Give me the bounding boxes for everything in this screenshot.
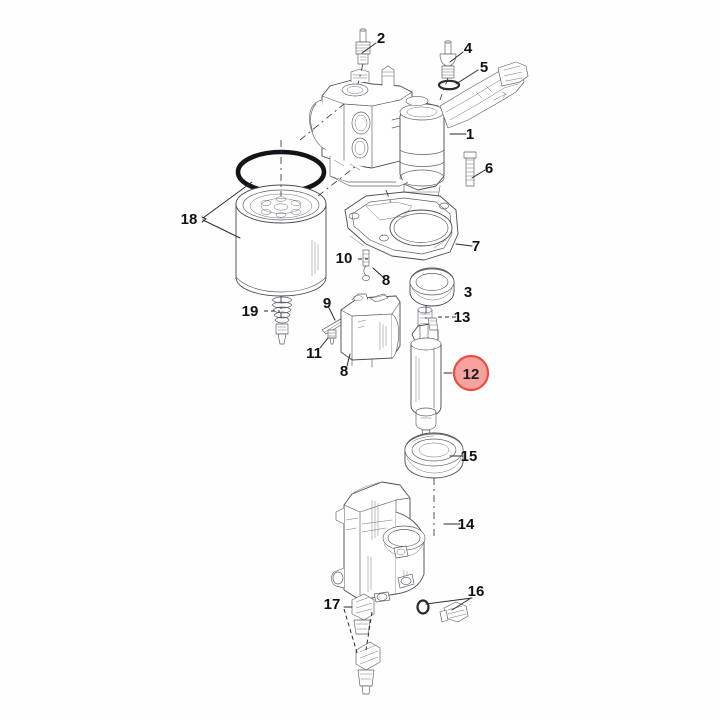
- callout-label-10[interactable]: 10: [336, 250, 353, 267]
- callout-label-18[interactable]: 18: [181, 211, 198, 228]
- leader-4: [449, 51, 464, 63]
- highlight-label-12[interactable]: 12: [463, 366, 480, 383]
- leader-8a: [346, 353, 351, 367]
- leader-16-a: [451, 597, 472, 611]
- leader-11: [319, 337, 329, 349]
- part-16-sensor-fitting-right: [416, 599, 469, 623]
- part-3-retaining-collar-ring: [409, 267, 455, 307]
- part-18-fuel-filter-canister: [235, 184, 327, 297]
- callout-label-16[interactable]: 16: [468, 583, 485, 600]
- callout-label-5[interactable]: 5: [480, 59, 488, 76]
- leader-16-b: [425, 597, 473, 605]
- callout-label-6[interactable]: 6: [485, 160, 493, 177]
- leader-18-arrow: [201, 216, 207, 223]
- part-11-screw-small: [327, 329, 337, 345]
- callout-label-11[interactable]: 11: [306, 345, 322, 362]
- callout-label-19[interactable]: 19: [242, 303, 259, 320]
- callout-label-2[interactable]: 2: [377, 30, 385, 47]
- part-17-sensor-fitting-mid: [351, 593, 375, 635]
- callout-label-9[interactable]: 9: [323, 295, 331, 312]
- part-19-spring-assembly: [271, 296, 293, 345]
- callout-label-4[interactable]: 4: [464, 40, 473, 57]
- callout-label-1[interactable]: 1: [466, 126, 474, 143]
- callout-leader-lines: [201, 42, 486, 657]
- part-1-fuel-pump-housing-assembly: [309, 65, 445, 203]
- callout-label-17[interactable]: 17: [324, 596, 341, 613]
- leader-7: [455, 243, 473, 247]
- part-5-o-ring-seal: [437, 79, 461, 91]
- highlight-circle-part-12[interactable]: [452, 354, 490, 392]
- leader-2: [361, 42, 377, 54]
- callout-label-8b[interactable]: 8: [382, 272, 390, 289]
- axis-fitting-to-housing: [357, 63, 364, 85]
- callout-label-14[interactable]: 14: [458, 516, 475, 533]
- part-17-sensor-fitting-lower: [355, 641, 381, 695]
- part-6-bolt-fastener: [463, 151, 477, 187]
- axis-filter-to-housing-2: [317, 165, 357, 197]
- part-14-vapor-separator-tank: [331, 481, 426, 603]
- leader-8b: [372, 267, 384, 278]
- part-2-fitting-connector: [355, 28, 371, 65]
- part-1-fuel-rail-arm: [439, 61, 529, 129]
- callout-label-3[interactable]: 3: [464, 284, 472, 301]
- callout-label-7[interactable]: 7: [472, 238, 480, 255]
- axis-plug-to-housing: [439, 77, 449, 101]
- callout-label-15[interactable]: 15: [461, 448, 478, 465]
- part-10-clip-bracket: [362, 249, 370, 281]
- part-15-tank-cap-collar: [404, 432, 464, 479]
- leader-5: [455, 69, 479, 85]
- leader-18-a: [202, 181, 253, 219]
- axis-filter-to-housing: [299, 103, 345, 141]
- part-7-mounting-bracket-plate: [344, 191, 459, 261]
- leader-17-b: [343, 608, 359, 657]
- part-8-fuel-cooler-module: [340, 293, 401, 368]
- part-12-electric-fuel-pump: [410, 317, 442, 437]
- axis-housing-to-bracket: [385, 189, 393, 207]
- part-4-valve-plug: [439, 40, 457, 79]
- callout-label-8a[interactable]: 8: [340, 363, 348, 380]
- callout-label-13[interactable]: 13: [454, 309, 471, 326]
- leader-6: [471, 169, 486, 179]
- callout-labels: 2 4 5 1 6 18 7 10 8 3 13 19 9 11 8 15 14…: [181, 30, 494, 613]
- assembly-axis-lines: [280, 63, 449, 538]
- leader-9: [328, 307, 336, 321]
- leader-18-b: [202, 219, 241, 239]
